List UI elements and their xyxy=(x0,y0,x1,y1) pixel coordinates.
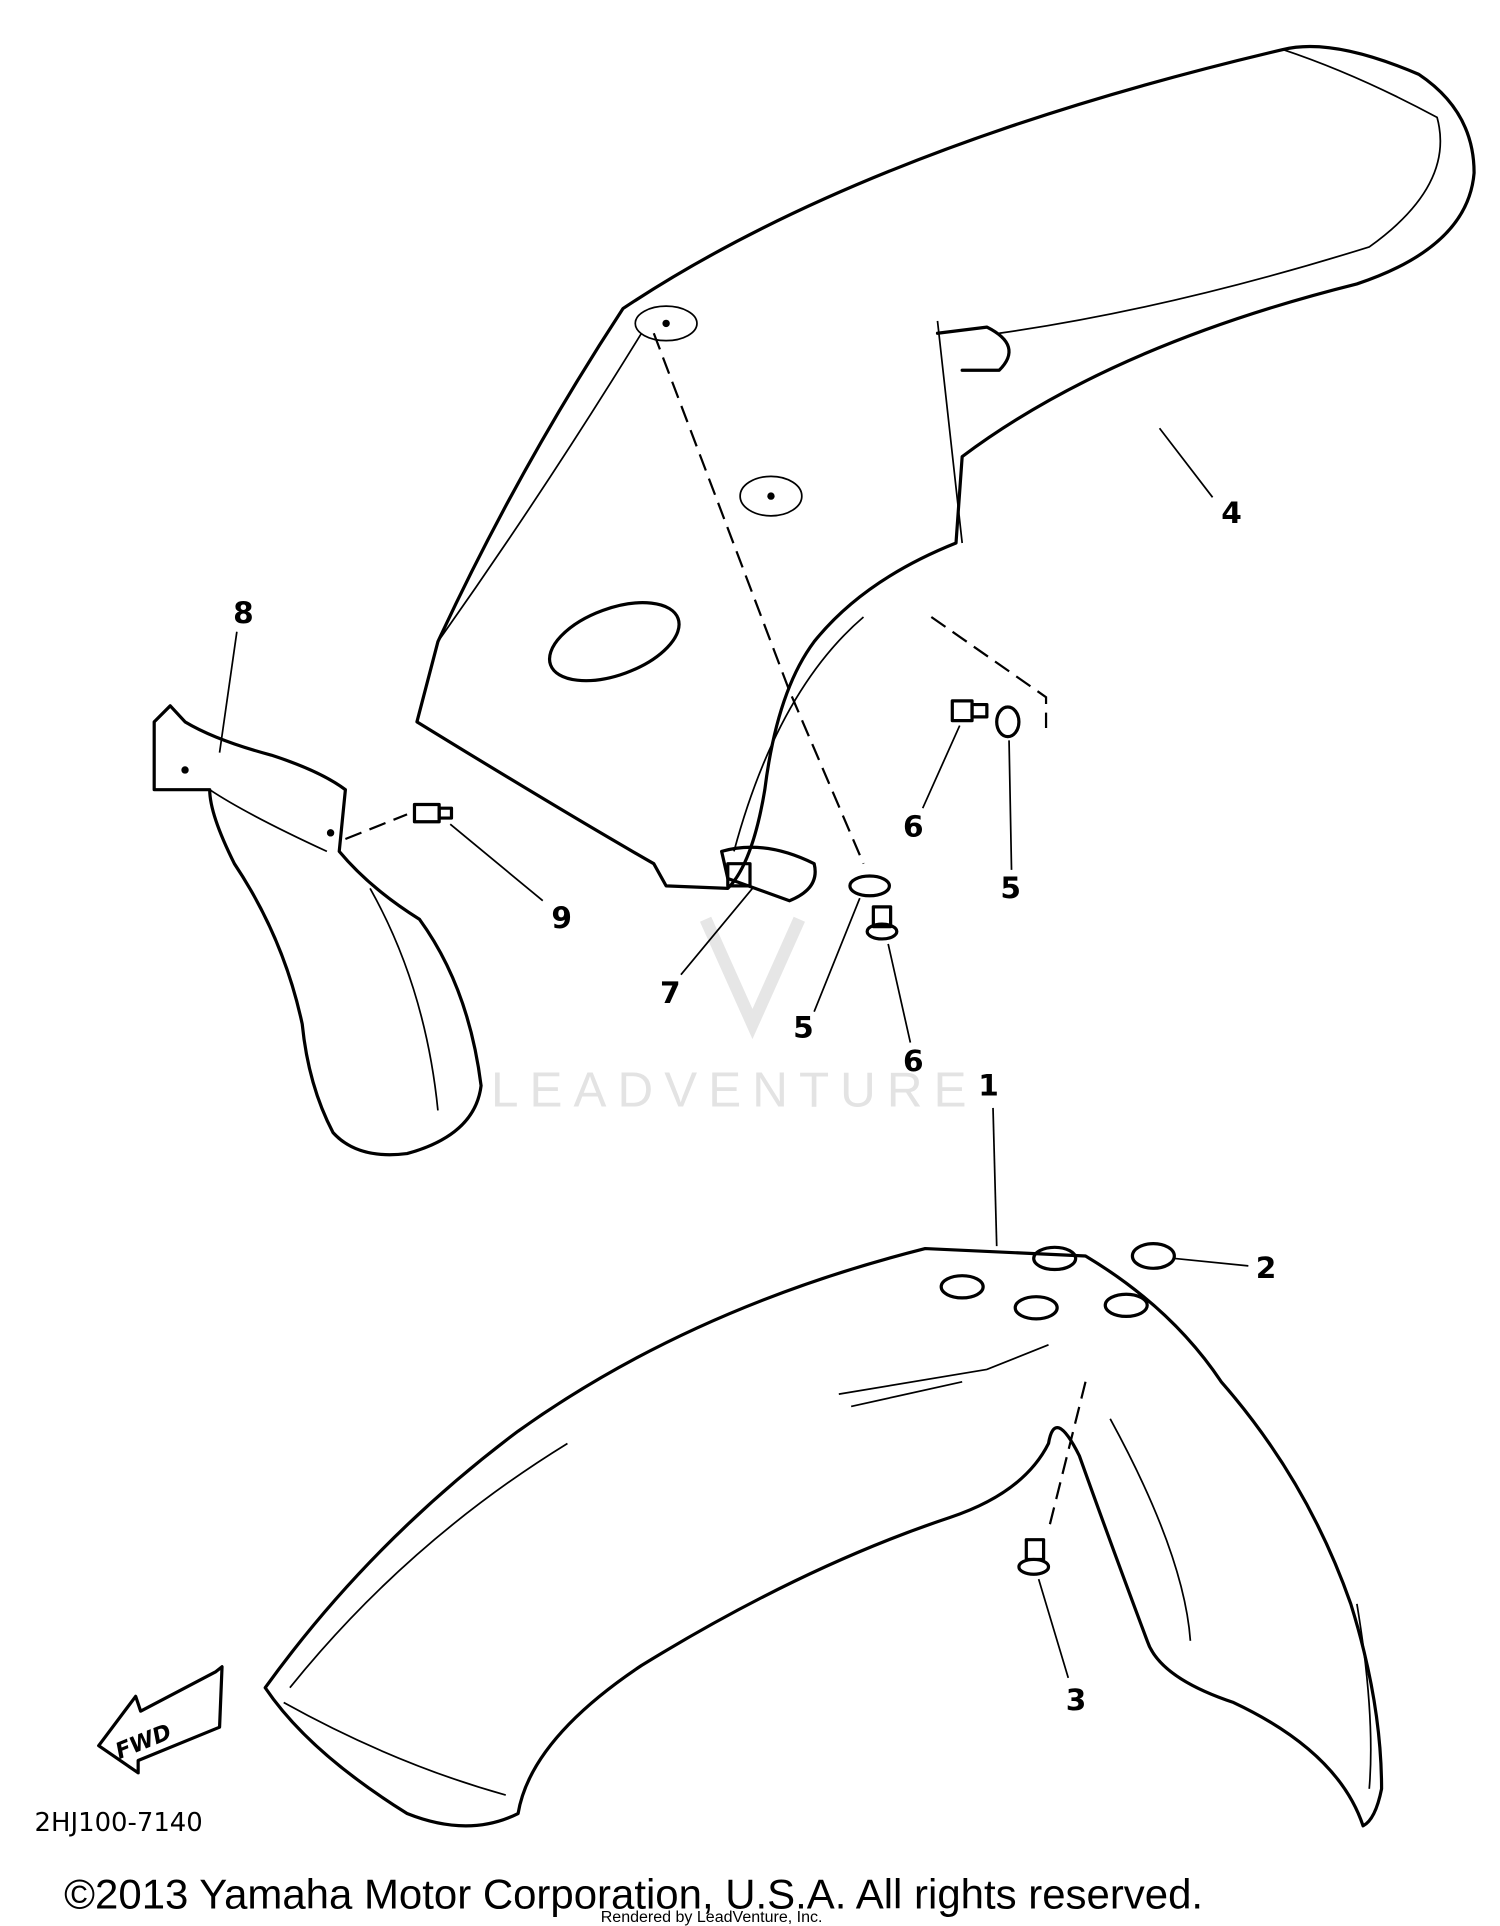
rear-fender xyxy=(415,44,1476,903)
callout-1: 1 xyxy=(978,1069,999,1103)
grommet-2 xyxy=(1130,1242,1176,1270)
bolt-6b xyxy=(865,905,899,941)
part-number: 2HJ100-7140 xyxy=(35,1808,203,1838)
callout-7: 7 xyxy=(660,976,681,1010)
fwd-arrow-icon: FWD xyxy=(97,1665,224,1775)
bolt-6a xyxy=(950,699,989,723)
callout-6a: 6 xyxy=(903,810,924,844)
copyright: ©2013 Yamaha Motor Corporation, U.S.A. A… xyxy=(64,1871,1203,1918)
mud-flap xyxy=(152,704,483,1157)
watermark: LEADVENTURE xyxy=(491,1063,978,1118)
washer-5a xyxy=(995,705,1021,739)
callout-9: 9 xyxy=(551,901,572,935)
callout-5b: 5 xyxy=(793,1011,814,1045)
callout-8: 8 xyxy=(233,596,254,630)
callout-5a: 5 xyxy=(1000,871,1021,905)
bolt-3 xyxy=(1017,1538,1051,1576)
callout-4: 4 xyxy=(1221,496,1242,530)
front-fender xyxy=(263,1245,1384,1828)
callout-3: 3 xyxy=(1066,1683,1087,1717)
bolt-9 xyxy=(412,802,454,824)
callout-6b: 6 xyxy=(903,1044,924,1078)
rendered-by: Rendered by LeadVenture, Inc. xyxy=(601,1908,823,1926)
washer-5b xyxy=(848,874,891,898)
watermark-logo xyxy=(699,916,805,1040)
callout-2: 2 xyxy=(1256,1251,1277,1285)
